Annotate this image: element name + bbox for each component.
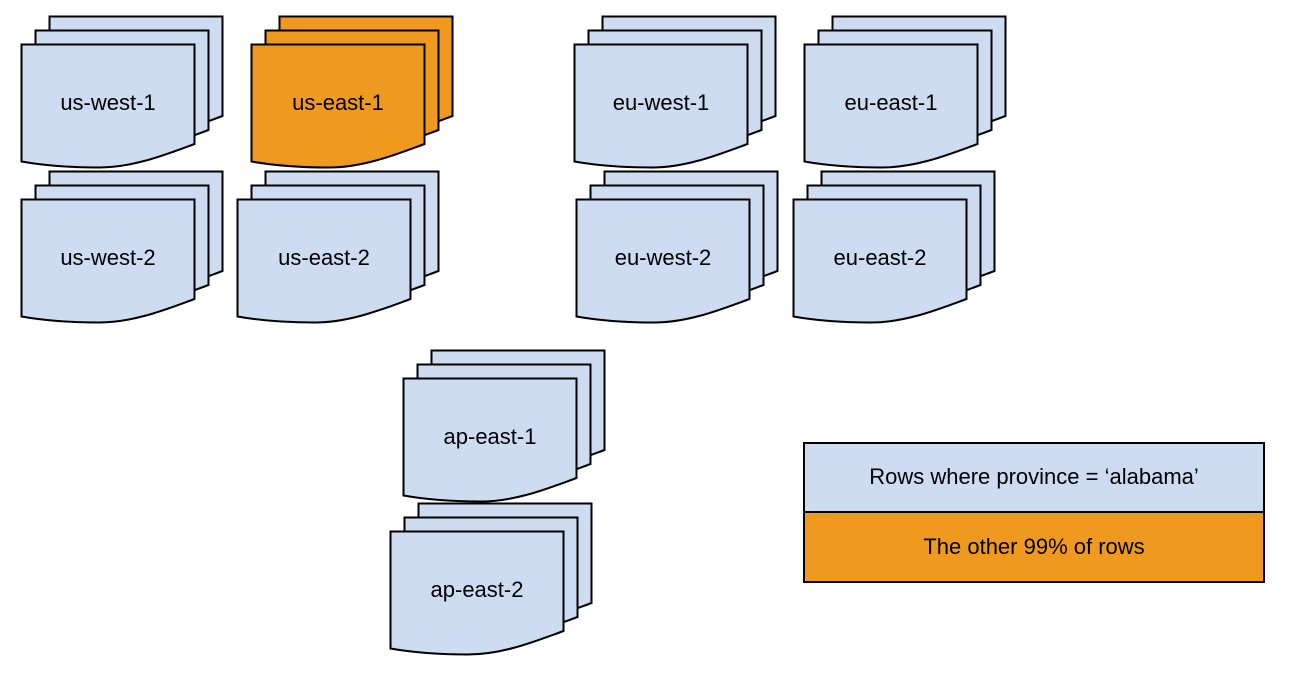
region-stack-eu-west-2: eu-west-2 [575,170,779,324]
region-stack-us-west-1: us-west-1 [20,15,224,169]
legend: Rows where province = ‘alabama’ The othe… [803,442,1265,583]
region-stack-us-west-2: us-west-2 [20,170,224,324]
region-stack-ap-east-1: ap-east-1 [402,349,606,503]
region-stack-us-east-2: us-east-2 [236,170,440,324]
region-stack-us-east-1: us-east-1 [250,15,454,169]
region-stack-ap-east-2: ap-east-2 [389,502,593,656]
region-stack-eu-east-2: eu-east-2 [792,170,996,324]
legend-item-label: Rows where province = ‘alabama’ [869,464,1199,490]
region-label: ap-east-2 [430,577,524,602]
region-label: us-east-1 [292,90,384,115]
legend-item-other-rows: The other 99% of rows [805,512,1263,581]
region-label: eu-east-1 [844,90,938,115]
region-label: us-west-1 [60,90,156,115]
region-label: eu-west-1 [612,90,710,115]
region-label: eu-west-2 [614,245,712,270]
region-stack-eu-west-1: eu-west-1 [573,15,777,169]
region-label: us-east-2 [278,245,370,270]
legend-item-label: The other 99% of rows [923,533,1145,559]
region-label: ap-east-1 [443,424,537,449]
region-stack-eu-east-1: eu-east-1 [803,15,1007,169]
region-label: eu-east-2 [833,245,927,270]
legend-item-alabama-rows: Rows where province = ‘alabama’ [805,444,1263,513]
region-label: us-west-2 [60,245,156,270]
